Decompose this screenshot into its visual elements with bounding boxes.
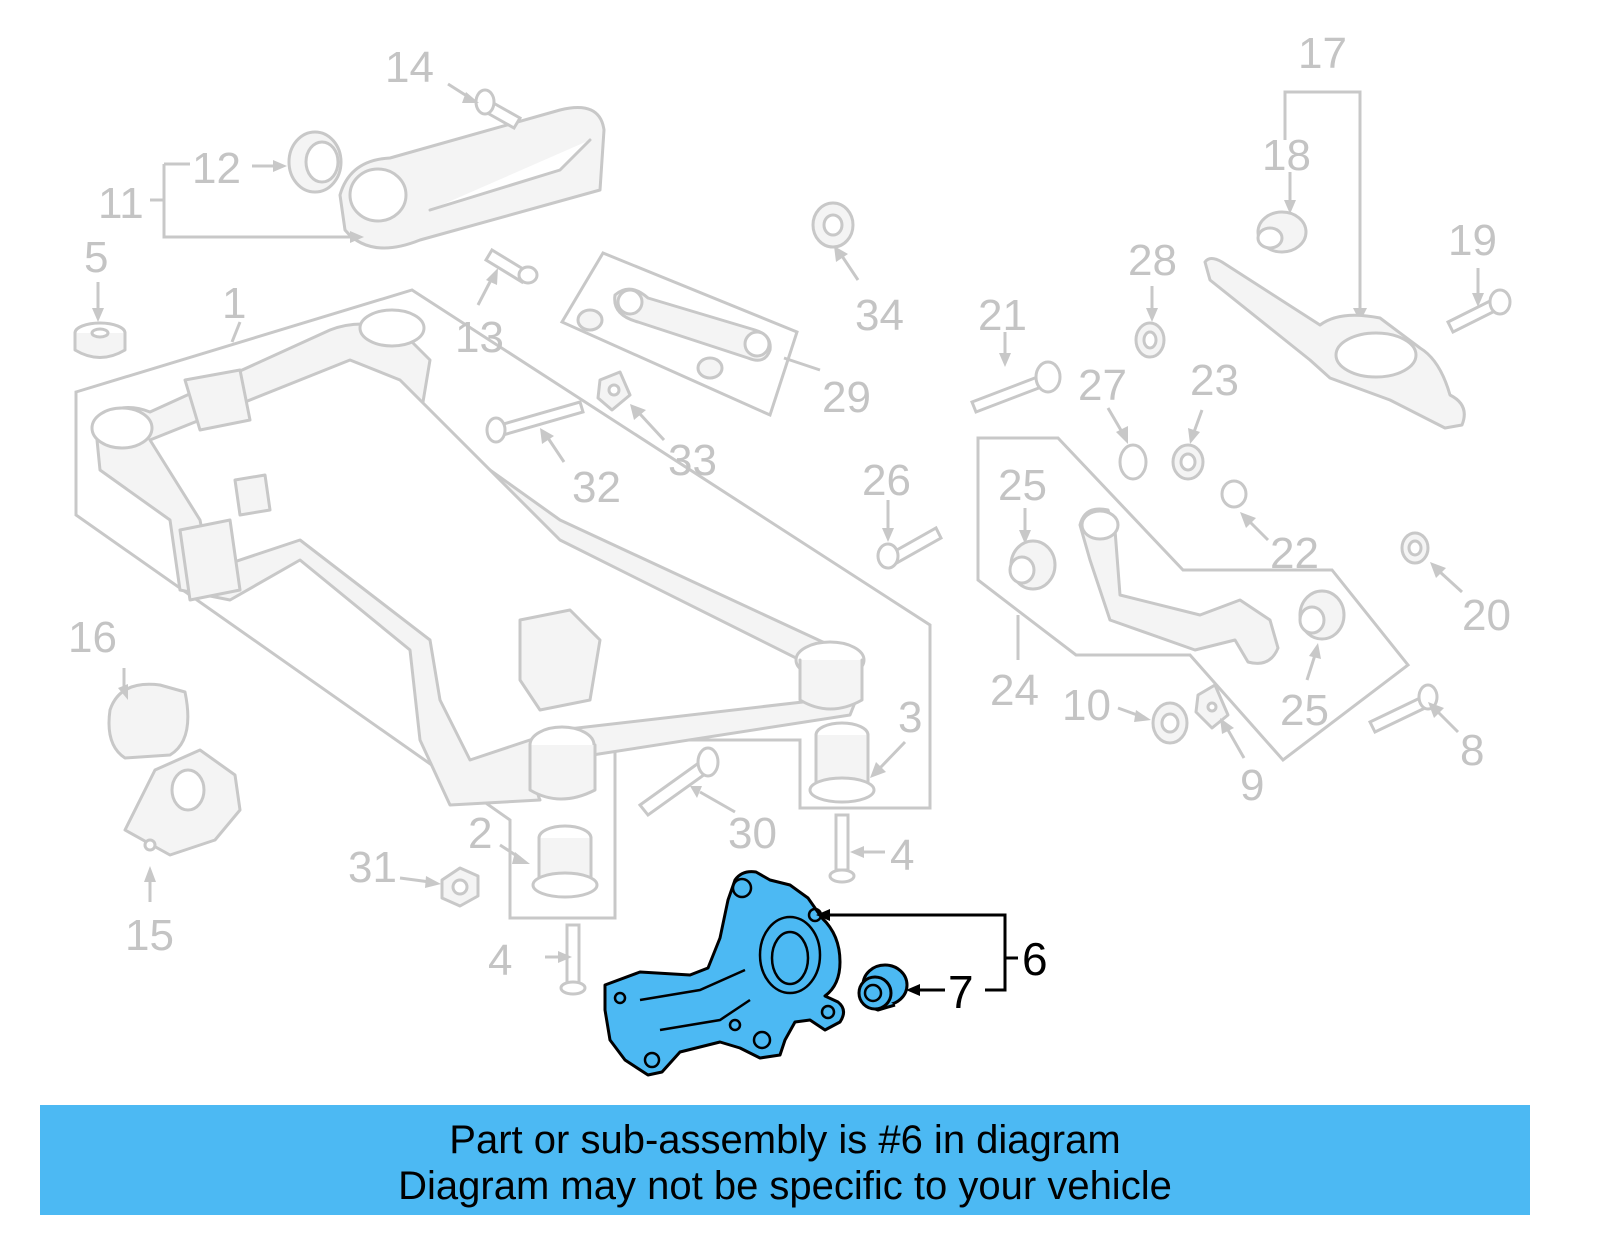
trailing-arm-11 [338,106,606,250]
bolt-8 [1367,683,1439,734]
rear-subframe [90,308,866,807]
bolt-4-upper [828,813,856,884]
bushing-25-right [1298,589,1346,641]
callout-13: 13 [455,313,504,362]
callout-25-left: 25 [998,461,1047,510]
callout-6: 6 [1022,933,1048,985]
link-group-frame-29 [559,251,799,418]
nut-34 [811,201,855,249]
callout-8: 8 [1460,726,1484,775]
bolt-21 [970,360,1062,414]
callout-10: 10 [1062,681,1111,730]
bolt-4-lower [559,923,587,996]
subframe-bushing-3 [808,721,876,804]
callout-3: 3 [898,693,922,742]
bracket-15 [123,748,242,857]
callout-19: 19 [1448,216,1497,265]
bolt-30 [637,746,720,818]
callout-33: 33 [668,436,717,485]
eccentric-plate-33 [596,370,632,412]
callout-11: 11 [98,179,144,228]
callout-22: 22 [1270,529,1319,578]
knuckle-6-highlighted[interactable] [603,870,845,1077]
mount-16 [107,682,190,760]
callout-9: 9 [1240,761,1264,810]
callout-5: 5 [84,233,108,282]
callout-15: 15 [125,911,174,960]
washer-5 [73,321,127,359]
callout-4-lower: 4 [488,936,512,985]
callout-4-upper: 4 [890,831,914,880]
callout-31: 31 [348,843,397,892]
bushing-25-left [1008,539,1057,591]
callout-7: 7 [948,966,974,1018]
bushing-18 [1256,210,1308,254]
subframe-bushing-2 [531,824,599,899]
nut-20 [1400,531,1430,565]
callout-lines-6-7 [816,909,1018,996]
nut-23 [1171,443,1205,481]
callout-30: 30 [728,809,777,858]
bracket-17 [1283,90,1362,312]
callout-14: 14 [385,43,434,92]
banner-line-disclaimer: Diagram may not be specific to your vehi… [398,1164,1172,1208]
bolt-32 [485,400,585,444]
bolt-26 [876,525,943,570]
banner-line-part: Part or sub-assembly is #6 in diagram [449,1118,1121,1162]
nut-28 [1134,321,1166,359]
callout-34: 34 [855,291,904,340]
upper-link-group-frame-24 [976,436,1411,763]
bolt-13 [483,247,539,285]
lateral-link-29 [576,287,772,380]
callout-27: 27 [1078,361,1127,410]
callout-16: 16 [68,613,117,662]
nut-10 [1151,701,1189,745]
bolt-19 [1445,288,1512,335]
upper-link-24 [1078,507,1280,665]
callout-21: 21 [978,291,1027,340]
callout-numbers: 1 2 3 4 4 5 6 7 8 9 10 11 12 13 14 15 16… [68,29,1511,1018]
callout-23: 23 [1190,356,1239,405]
callout-1: 1 [222,279,246,328]
lower-control-arm-17 [1203,257,1466,430]
washer-22 [1220,479,1248,509]
callout-24: 24 [990,666,1039,715]
plate-9 [1194,683,1230,730]
callout-25-right: 25 [1280,686,1329,735]
bushing-12 [287,130,343,194]
callout-29: 29 [822,373,871,422]
callout-20: 20 [1462,591,1511,640]
o-ring-27 [1118,443,1148,481]
nut-31 [440,866,480,908]
bushing-7-highlighted[interactable] [857,963,909,1012]
callout-17: 17 [1298,29,1347,78]
callout-26: 26 [862,456,911,505]
bolt-14 [474,88,523,131]
info-banner: Part or sub-assembly is #6 in diagram Di… [40,1105,1530,1215]
callout-18: 18 [1262,131,1311,180]
callout-32: 32 [572,463,621,512]
callout-2: 2 [468,809,492,858]
callout-12: 12 [192,144,241,193]
callout-28: 28 [1128,236,1177,285]
leader-lines [92,82,1484,963]
